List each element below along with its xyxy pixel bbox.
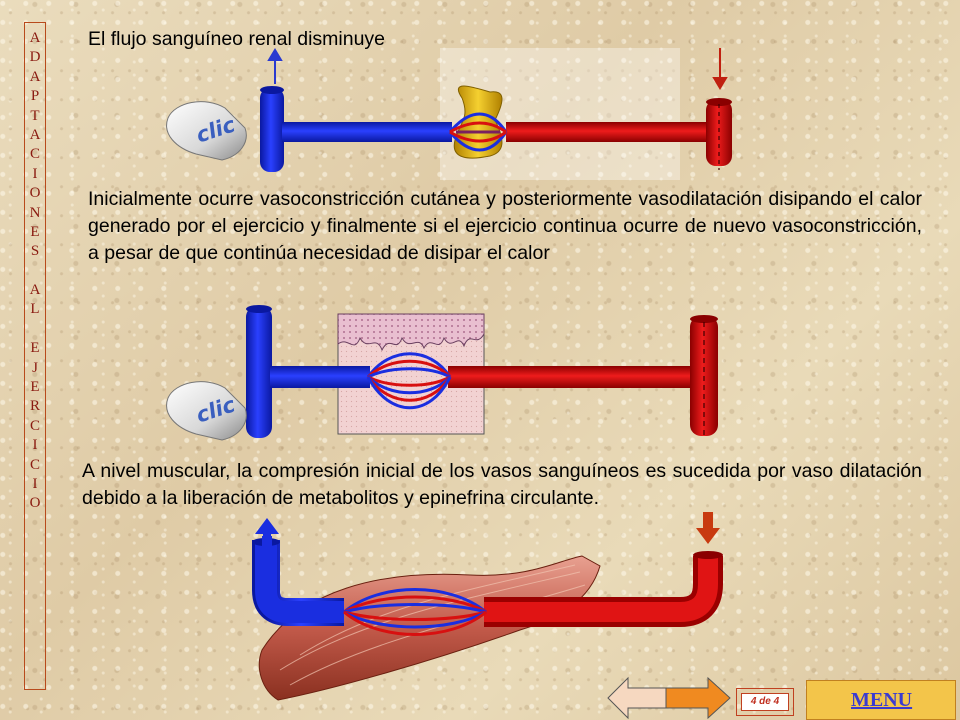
side-title-letter: A [29, 68, 41, 85]
kidney-diagram [260, 48, 732, 180]
left-arrow-icon[interactable] [607, 676, 667, 720]
side-title-letter: A [29, 282, 41, 299]
page-indicator-label: 4 de 4 [741, 693, 789, 711]
side-title-letter: E [30, 379, 40, 396]
skin-diagram [246, 305, 718, 438]
clic-mouse-1-graphic [166, 101, 247, 161]
muscle-vasodilation-text: A nivel muscular, la compresión inicial … [82, 460, 922, 509]
outflow-up-arrow [267, 48, 283, 84]
side-title-letter: O [29, 495, 41, 512]
side-title-letter: I [32, 475, 38, 492]
side-title-letter: O [29, 185, 41, 202]
side-title-letter: C [29, 456, 40, 473]
side-title-letter: J [32, 359, 38, 376]
side-title-letter: P [30, 88, 40, 105]
menu-label[interactable]: MENU [851, 689, 913, 711]
side-title-letter: I [32, 165, 38, 182]
side-title-letter: L [30, 301, 40, 318]
skin-artery-horizontal [448, 366, 698, 388]
clic-mouse-2-graphic [166, 381, 247, 441]
side-title-letter: D [29, 49, 41, 66]
skin-vasoconstriction-text: Inicialmente ocurre vasoconstricción cut… [88, 188, 922, 264]
skin-vein-horizontal [270, 366, 370, 388]
muscle-diagram [252, 512, 723, 701]
side-title-letter: E [30, 340, 40, 357]
menu-button[interactable]: MENU [806, 680, 956, 720]
vein-horizontal [282, 122, 452, 142]
vein-vertical [260, 88, 284, 172]
right-arrow-icon[interactable] [665, 676, 731, 720]
side-title-letter: C [29, 146, 40, 163]
side-title-letter: C [29, 417, 40, 434]
side-title-letter: N [29, 204, 41, 221]
side-title-letter: A [29, 126, 41, 143]
side-title-letter: A [29, 30, 41, 46]
renal-flow-text: El flujo sanguíneo renal disminuye [88, 28, 386, 50]
epidermis-layer [337, 313, 485, 352]
artery-vertical [706, 100, 732, 166]
page-indicator: 4 de 4 [736, 688, 794, 716]
skin-vein-vertical [246, 306, 272, 438]
side-title-letter: R [29, 398, 40, 415]
artery-horizontal [506, 122, 716, 142]
side-title-letter: S [30, 243, 40, 260]
nav-arrows [607, 676, 731, 720]
muscle-outflow-up-arrow [255, 518, 279, 554]
muscle-inflow-down-arrow [696, 512, 720, 544]
side-title-letter: E [30, 223, 40, 240]
side-title-letter: I [32, 437, 38, 454]
side-title-letter: T [30, 107, 40, 124]
inflow-down-arrow [712, 48, 728, 90]
